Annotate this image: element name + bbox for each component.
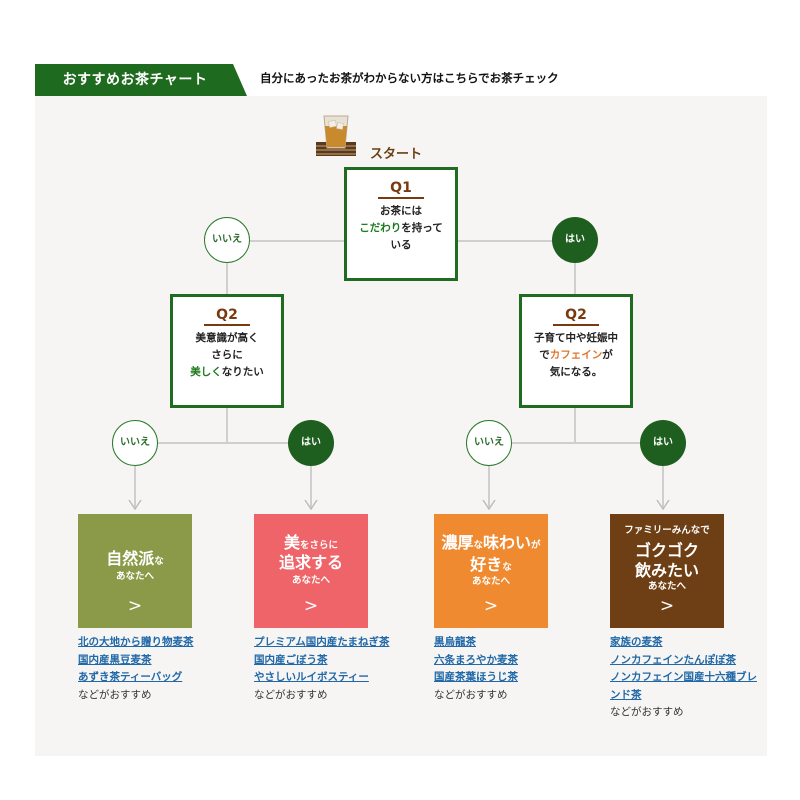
product-link[interactable]: 国内産ごぼう茶 <box>254 653 328 666</box>
result-beauty-heading: 美をさらに <box>283 533 339 552</box>
result-family-heading-2: ゴクゴク <box>634 541 699 560</box>
product-link[interactable]: 北の大地から贈り物麦茶 <box>78 636 194 648</box>
question-2-left-text: 美意識が高く さらに 美しくなりたい <box>190 332 264 378</box>
result-family-sub: あなたへ <box>647 581 686 592</box>
product-link[interactable]: やさしいルイボスティー <box>254 671 369 683</box>
result-rich-card[interactable]: 濃厚な味わいが 好きな あなたへ > <box>434 514 548 628</box>
chart-title: おすすめお茶チャート <box>62 72 208 88</box>
result-natural-card[interactable]: 自然派な あなたへ > <box>78 514 192 628</box>
start-label: スタート <box>370 147 423 162</box>
product-link[interactable]: 六条まろやか麦茶 <box>434 653 518 666</box>
result-beauty-heading-2: 追求する <box>278 553 343 572</box>
recommend-note: などがおすすめ <box>254 688 328 701</box>
product-link[interactable]: あずき茶ティーバッグ <box>78 671 183 683</box>
recommend-note: などがおすすめ <box>78 688 152 701</box>
result-rich-heading: 濃厚な味わいが <box>441 533 541 552</box>
result-beauty-sub: あなたへ <box>291 575 330 586</box>
result-natural-list: 北の大地から贈り物麦茶 国内産黒豆麦茶 あずき茶ティーバッグ などがおすすめ <box>78 634 228 704</box>
q2-left-no-circle: いいえ <box>112 420 158 466</box>
result-family-list: 家族の麦茶 ノンカフェインたんぽぽ茶 ノンカフェイン国産十六種ブレンド茶 などが… <box>610 634 760 722</box>
product-link[interactable]: 国産茶葉ほうじ茶 <box>434 671 518 683</box>
chart-subtitle: 自分にあったお茶がわからない方はこちらでお茶チェック <box>260 71 559 85</box>
question-2-right-box: Q2 子育て中や妊娠中 でカフェインが 気になる。 <box>519 294 633 408</box>
result-family-card[interactable]: ファミリーみんなで ゴクゴク 飲みたい あなたへ > <box>610 514 724 628</box>
question-1-label: Q1 <box>378 180 424 199</box>
question-1-box: Q1 お茶には こだわりを持って いる <box>344 167 458 281</box>
result-rich-heading-2: 好きな <box>470 555 512 574</box>
result-beauty-arrow-icon: > <box>303 596 319 616</box>
tea-cup-icon <box>314 110 358 158</box>
question-1-text: お茶には こだわりを持って いる <box>359 205 443 251</box>
q1-yes-circle: はい <box>552 217 598 263</box>
product-link[interactable]: 家族の麦茶 <box>610 636 663 648</box>
result-beauty-card[interactable]: 美をさらに 追求する あなたへ > <box>254 514 368 628</box>
question-2-right-text: 子育て中や妊娠中 でカフェインが 気になる。 <box>534 332 618 378</box>
question-2-left-label: Q2 <box>204 307 250 326</box>
product-link[interactable]: プレミアム国内産たまねぎ茶 <box>254 636 390 648</box>
recommend-note: などがおすすめ <box>434 688 508 701</box>
result-beauty-list: プレミアム国内産たまねぎ茶 国内産ごぼう茶 やさしいルイボスティー などがおすす… <box>254 634 414 704</box>
result-family-arrow-icon: > <box>659 596 675 616</box>
result-natural-sub: あなたへ <box>115 571 154 582</box>
question-2-right-label: Q2 <box>553 307 599 326</box>
result-family-heading-3: 飲みたい <box>634 561 699 580</box>
product-link[interactable]: ノンカフェイン国産十六種ブレンド茶 <box>610 671 757 701</box>
result-rich-list: 黒烏龍茶 六条まろやか麦茶 国産茶葉ほうじ茶 などがおすすめ <box>434 634 584 704</box>
q1-no-circle: いいえ <box>204 217 250 263</box>
result-rich-sub: あなたへ <box>471 576 510 587</box>
q2-right-no-circle: いいえ <box>466 420 512 466</box>
product-link[interactable]: 国内産黒豆麦茶 <box>78 653 152 666</box>
q2-left-yes-circle: はい <box>288 420 334 466</box>
result-natural-arrow-icon: > <box>127 596 143 616</box>
product-link[interactable]: 黒烏龍茶 <box>434 636 476 648</box>
result-rich-arrow-icon: > <box>483 596 499 616</box>
product-link[interactable]: ノンカフェインたんぽぽ茶 <box>610 653 736 666</box>
result-natural-heading: 自然派な <box>106 549 164 568</box>
result-family-heading-1: ファミリーみんなで <box>624 525 710 536</box>
q2-right-yes-circle: はい <box>640 420 686 466</box>
question-2-left-box: Q2 美意識が高く さらに 美しくなりたい <box>170 294 284 408</box>
chart-title-banner: おすすめお茶チャート <box>35 64 247 96</box>
recommend-note: などがおすすめ <box>610 706 684 718</box>
